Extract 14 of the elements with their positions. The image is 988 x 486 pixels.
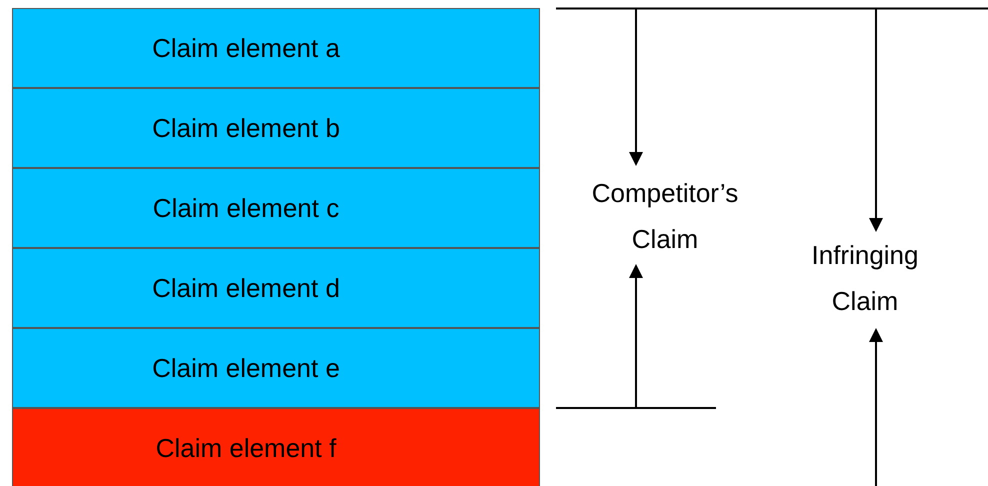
dimension-label: Competitor’s Claim (590, 177, 740, 256)
box-label: Claim element f (156, 432, 336, 464)
box-label: Claim element d (152, 272, 340, 304)
dimension-label: Infringing Claim (810, 239, 920, 318)
claim-element-box (12, 408, 540, 486)
box-label: Claim element a (152, 32, 340, 64)
claim-element-box (12, 8, 540, 88)
claim-element-box (12, 328, 540, 408)
box-label: Claim element e (152, 352, 340, 384)
claim-element-box (12, 248, 540, 328)
claim-element-box (12, 168, 540, 248)
box-label: Claim element c (152, 192, 340, 224)
claim-element-box (12, 88, 540, 168)
box-label: Claim element b (152, 112, 340, 144)
